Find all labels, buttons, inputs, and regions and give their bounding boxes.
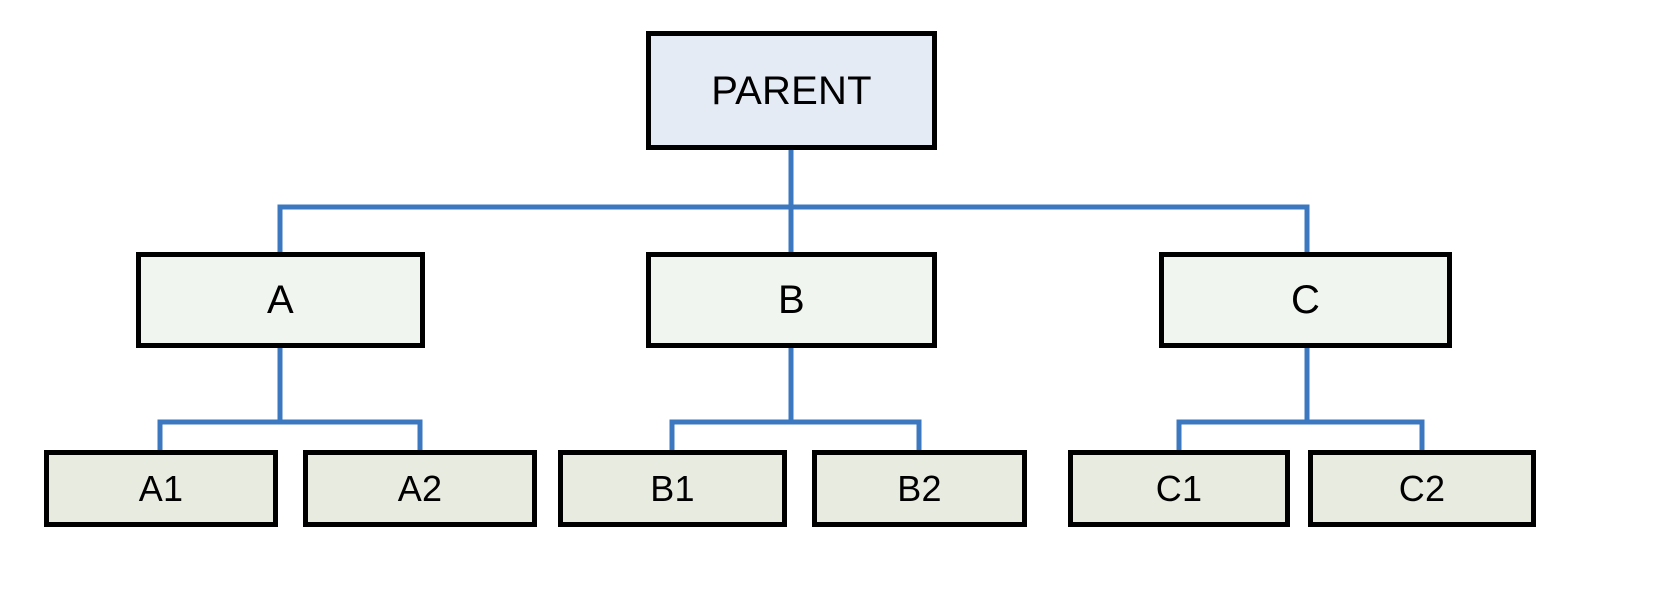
node-a1-label: A1 (138, 467, 184, 509)
node-b[interactable]: B (646, 252, 937, 348)
node-b-label: B (778, 278, 805, 322)
node-b2-label: B2 (897, 467, 942, 509)
node-c1[interactable]: C1 (1068, 450, 1290, 527)
node-c[interactable]: C (1159, 252, 1452, 348)
node-parent[interactable]: PARENT (646, 31, 937, 150)
node-c1-label: C1 (1155, 467, 1203, 509)
node-c-label: C (1290, 278, 1321, 322)
node-a1[interactable]: A1 (44, 450, 278, 527)
node-b1[interactable]: B1 (558, 450, 787, 527)
node-c2[interactable]: C2 (1308, 450, 1536, 527)
node-a2[interactable]: A2 (303, 450, 537, 527)
node-a[interactable]: A (136, 252, 425, 348)
node-c2-label: C2 (1398, 467, 1446, 509)
node-b1-label: B1 (650, 467, 695, 509)
node-a-label: A (267, 278, 294, 322)
node-a2-label: A2 (397, 467, 443, 509)
node-parent-label: PARENT (711, 68, 872, 113)
node-b2[interactable]: B2 (812, 450, 1027, 527)
